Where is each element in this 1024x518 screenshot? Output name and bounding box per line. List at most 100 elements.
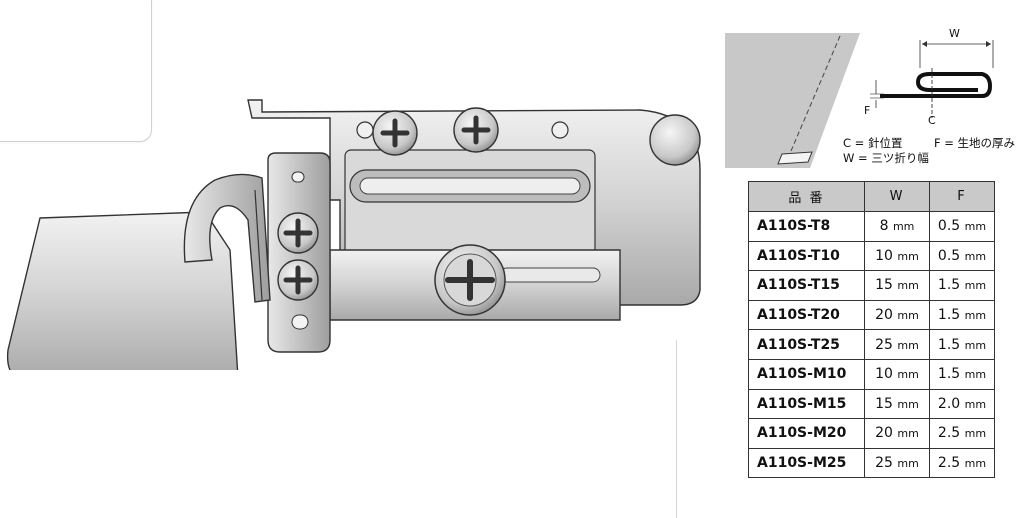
f-cell: 0.5 mm: [929, 211, 995, 242]
table-header-row: 品 番 W F: [748, 181, 995, 212]
f-cell-value: 1.5: [937, 366, 961, 383]
model-cell: A110S-T15: [748, 270, 865, 301]
folded-hem: [880, 72, 993, 98]
model-cell-value: A110S-T10: [757, 247, 840, 264]
unit-label: mm: [964, 397, 987, 411]
w-cell: 15 mm: [864, 270, 930, 301]
knob: [649, 114, 701, 166]
w-cell: 10 mm: [864, 240, 930, 272]
f-cell: 0.5 mm: [929, 240, 995, 272]
f-cell: 1.5 mm: [929, 270, 995, 301]
w-cell: 20 mm: [864, 418, 930, 449]
w-cell: 15 mm: [864, 388, 930, 420]
w-cell-value: 25: [875, 455, 893, 472]
unit-label: mm: [892, 220, 915, 234]
hem-diagram: [725, 33, 994, 168]
unit-label: mm: [897, 309, 919, 323]
model-cell: A110S-M10: [748, 358, 865, 390]
unit-label: mm: [964, 338, 987, 352]
model-cell: A110S-T8: [748, 211, 865, 242]
unit-label: mm: [897, 457, 919, 471]
corner-card: [0, 0, 152, 142]
w-dimension-label: W: [949, 27, 960, 40]
unit-label: mm: [897, 249, 919, 263]
header-model: 品 番: [748, 181, 865, 212]
unit-label: mm: [897, 338, 919, 352]
unit-label: mm: [964, 368, 987, 382]
fabric-panel: [725, 33, 860, 168]
w-cell-value: 20: [875, 425, 893, 442]
unit-label: mm: [897, 397, 919, 411]
model-cell: A110S-T10: [748, 240, 865, 272]
unit-label: mm: [964, 457, 987, 471]
w-cell-value: 10: [875, 366, 893, 383]
f-cell: 2.5 mm: [929, 418, 995, 449]
w-cell: 25 mm: [864, 329, 930, 360]
f-cell: 1.5 mm: [929, 299, 995, 331]
hemmer-attachment-illustration: [6, 99, 701, 370]
model-cell-value: A110S-T8: [757, 218, 831, 235]
unit-label: mm: [964, 309, 987, 323]
legend-needle-position: C = 針位置: [843, 136, 903, 150]
model-cell-value: A110S-T15: [757, 277, 840, 294]
model-cell-value: A110S-M25: [757, 455, 847, 472]
w-cell-value: 15: [875, 277, 893, 294]
header-f: F: [929, 181, 995, 212]
unit-label: mm: [897, 279, 919, 293]
f-cell: 2.0 mm: [929, 388, 995, 420]
model-cell-value: A110S-T25: [757, 336, 840, 353]
model-cell-value: A110S-M20: [757, 425, 847, 442]
divider-line: [676, 340, 677, 518]
unit-label: mm: [964, 220, 987, 234]
legend-fabric-thickness: F = 生地の厚み: [934, 136, 1016, 150]
w-cell: 25 mm: [864, 447, 930, 479]
w-cell-value: 8: [879, 218, 889, 235]
folding-scroll: [183, 173, 271, 303]
model-cell: A110S-M15: [748, 388, 865, 420]
f-cell: 1.5 mm: [929, 329, 995, 360]
legend-hem-width: W = 三ツ折り幅: [843, 151, 929, 165]
adjusting-screw: [434, 244, 506, 316]
f-cell-value: 1.5: [937, 336, 961, 353]
w-cell-value: 15: [875, 395, 893, 412]
header-w: W: [864, 181, 930, 212]
unit-label: mm: [964, 427, 987, 441]
model-cell: A110S-M25: [748, 447, 865, 479]
model-cell: A110S-T25: [748, 329, 865, 360]
w-cell-value: 10: [875, 247, 893, 264]
model-cell: A110S-T20: [748, 299, 865, 331]
top-screws: [356, 107, 569, 156]
model-cell-value: A110S-T20: [757, 307, 840, 324]
w-cell-value: 25: [875, 336, 893, 353]
unit-label: mm: [964, 249, 987, 263]
f-cell-value: 1.5: [937, 307, 961, 324]
f-cell-value: 0.5: [937, 247, 961, 264]
w-cell: 10 mm: [864, 358, 930, 390]
model-cell: A110S-M20: [748, 418, 865, 449]
w-cell-value: 20: [875, 307, 893, 324]
c-position-label: C: [928, 114, 936, 127]
f-cell: 1.5 mm: [929, 358, 995, 390]
f-cell: 2.5 mm: [929, 447, 995, 479]
unit-label: mm: [964, 279, 987, 293]
f-cell-value: 0.5: [937, 218, 961, 235]
f-dimension-label: F: [864, 104, 871, 117]
unit-label: mm: [897, 427, 919, 441]
w-cell: 20 mm: [864, 299, 930, 331]
w-cell: 8 mm: [864, 211, 930, 242]
f-cell-value: 2.5: [937, 425, 961, 442]
f-cell-value: 2.5: [937, 455, 961, 472]
guide-blade: [6, 211, 239, 370]
unit-label: mm: [897, 368, 919, 382]
model-cell-value: A110S-M15: [757, 395, 847, 412]
